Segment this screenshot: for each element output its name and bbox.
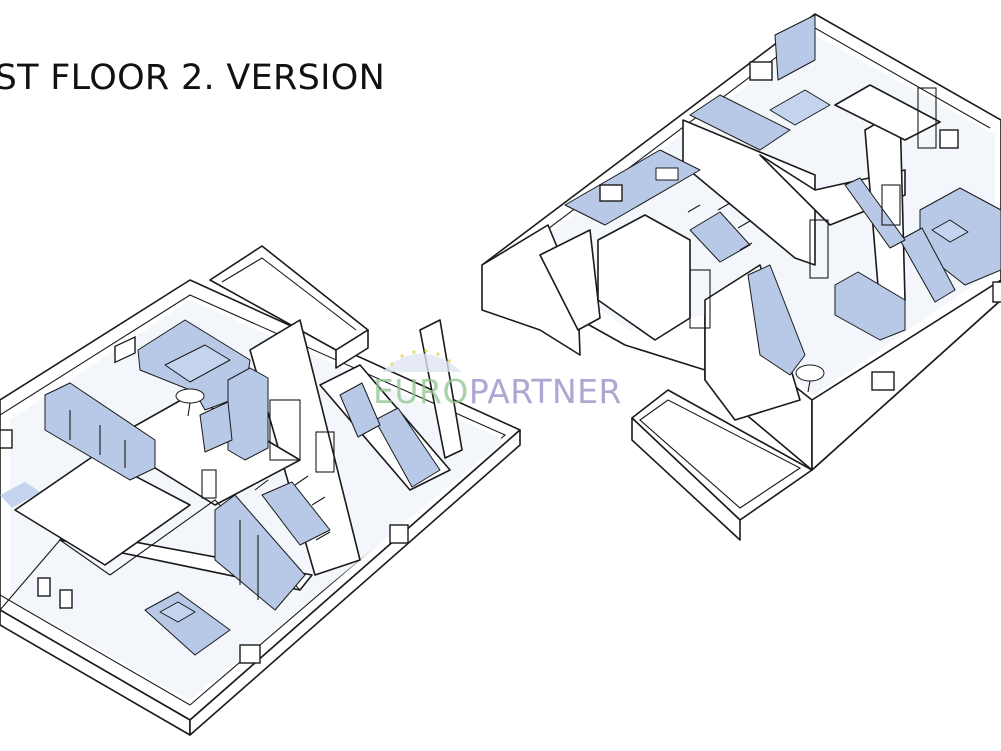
wardrobe-icon (227, 367, 269, 461)
bottom-closet (214, 494, 306, 611)
right-floor-plan (481, 13, 1001, 541)
right-wardrobe-top (689, 94, 791, 151)
window-icon (749, 61, 773, 81)
dining-table (261, 481, 331, 546)
right-cabinet-row (834, 271, 906, 341)
right-corridor-wall (704, 264, 801, 421)
left-partition-post (419, 319, 463, 459)
eu-stars-icon (382, 353, 462, 372)
left-furniture (0, 319, 441, 656)
watermark-euro: EURO (373, 372, 469, 411)
door-icon (689, 269, 711, 329)
watermark-partner: PARTNER (468, 372, 622, 411)
page-title: RST FLOOR 2. VERSION (0, 58, 386, 98)
left-floor-plan (0, 245, 521, 736)
left-doors (201, 399, 335, 499)
round-table-icon (795, 364, 825, 382)
right-stub-wall-2 (539, 229, 601, 331)
cooktop-icon (655, 167, 679, 181)
left-wall-base-right (189, 429, 521, 736)
dining-table-right (689, 211, 751, 263)
watermark-text: EUROPARTNER (373, 372, 622, 411)
right-furniture (564, 14, 1001, 393)
right-inner-wall-5 (834, 84, 941, 141)
right-windows (599, 61, 1001, 391)
door-icon (315, 431, 335, 473)
right-inner-wall-2 (682, 119, 816, 266)
chair-icon (254, 475, 331, 541)
window-icon (114, 336, 136, 364)
round-table-icon (175, 388, 205, 404)
europartner-watermark (382, 349, 462, 372)
kitchen-counter-icon (374, 407, 441, 488)
left-wall-top-edge (0, 294, 507, 706)
right-doors (689, 87, 937, 329)
bed-icon (144, 591, 231, 656)
left-inner-wall-1 (14, 454, 191, 566)
left-windows (0, 336, 409, 664)
right-sofa (747, 264, 806, 376)
chair-icon (687, 202, 753, 251)
